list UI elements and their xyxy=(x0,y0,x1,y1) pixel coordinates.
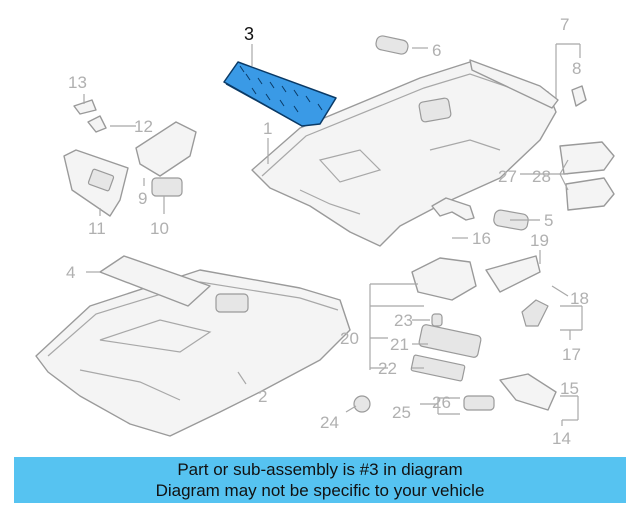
callout-27: 27 xyxy=(498,167,517,186)
callout-10: 10 xyxy=(150,219,169,238)
part-23-bulb xyxy=(431,313,443,327)
callout-20: 20 xyxy=(340,329,359,348)
callout-26: 26 xyxy=(432,393,451,412)
leader-lines xyxy=(83,43,583,426)
callout-24: 24 xyxy=(320,413,339,432)
part-10-light xyxy=(151,177,183,197)
callout-15: 15 xyxy=(560,379,579,398)
part-28-lamp xyxy=(559,141,615,175)
part-20-console xyxy=(411,257,477,301)
callout-28: 28 xyxy=(532,167,551,186)
callout-7: 7 xyxy=(560,15,569,34)
callout-11: 11 xyxy=(88,219,106,238)
part-13-bracket xyxy=(73,99,97,115)
callout-23: 23 xyxy=(394,311,413,330)
part-9-console xyxy=(135,121,197,177)
headliner-lower xyxy=(35,269,351,437)
callout-16: 16 xyxy=(472,229,491,248)
part-15-lamp xyxy=(499,373,557,411)
part-7-rail xyxy=(469,59,559,109)
part-22-trim xyxy=(410,354,466,382)
part-24-button xyxy=(353,395,371,413)
callout-3: 3 xyxy=(244,24,254,44)
callout-13: 13 xyxy=(68,73,87,92)
callout-12: 12 xyxy=(134,117,153,136)
banner-line-2: Diagram may not be specific to your vehi… xyxy=(155,481,485,500)
part-19-trim xyxy=(485,255,541,293)
sunshade-panel-part-3[interactable] xyxy=(223,61,337,127)
callout-9: 9 xyxy=(138,189,147,208)
part-21-panel xyxy=(418,324,482,358)
sunroof-panel xyxy=(99,255,211,307)
callout-labels: 3 1 2 4 5 6 7 8 9 10 11 12 13 14 15 16 1… xyxy=(66,15,589,448)
part-6-lamp xyxy=(375,35,409,55)
callout-4: 4 xyxy=(66,263,75,282)
part-8-hook xyxy=(571,85,587,107)
callout-2: 2 xyxy=(258,387,267,406)
callout-5: 5 xyxy=(544,211,553,230)
part-18-harness xyxy=(521,299,549,327)
info-banner: Part or sub-assembly is #3 in diagram Di… xyxy=(14,457,626,503)
sun-visor xyxy=(63,149,129,217)
callout-6: 6 xyxy=(432,41,441,60)
callout-19: 19 xyxy=(530,231,549,250)
banner-line-1: Part or sub-assembly is #3 in diagram xyxy=(177,460,463,479)
part-16-handle xyxy=(431,197,475,221)
part-12-clip xyxy=(87,115,107,133)
parts-diagram: 3 1 2 4 5 6 7 8 9 10 11 12 13 14 15 16 1… xyxy=(35,15,615,448)
part-27-lamp xyxy=(565,177,615,211)
callout-22: 22 xyxy=(378,359,397,378)
callout-8: 8 xyxy=(572,59,581,78)
callout-18: 18 xyxy=(570,289,589,308)
callout-25: 25 xyxy=(392,403,411,422)
callout-14: 14 xyxy=(552,429,571,448)
part-26-switch xyxy=(463,395,495,411)
headliner-upper xyxy=(251,61,557,247)
callout-1: 1 xyxy=(263,119,272,138)
callout-21: 21 xyxy=(390,335,409,354)
callout-17: 17 xyxy=(562,345,581,364)
